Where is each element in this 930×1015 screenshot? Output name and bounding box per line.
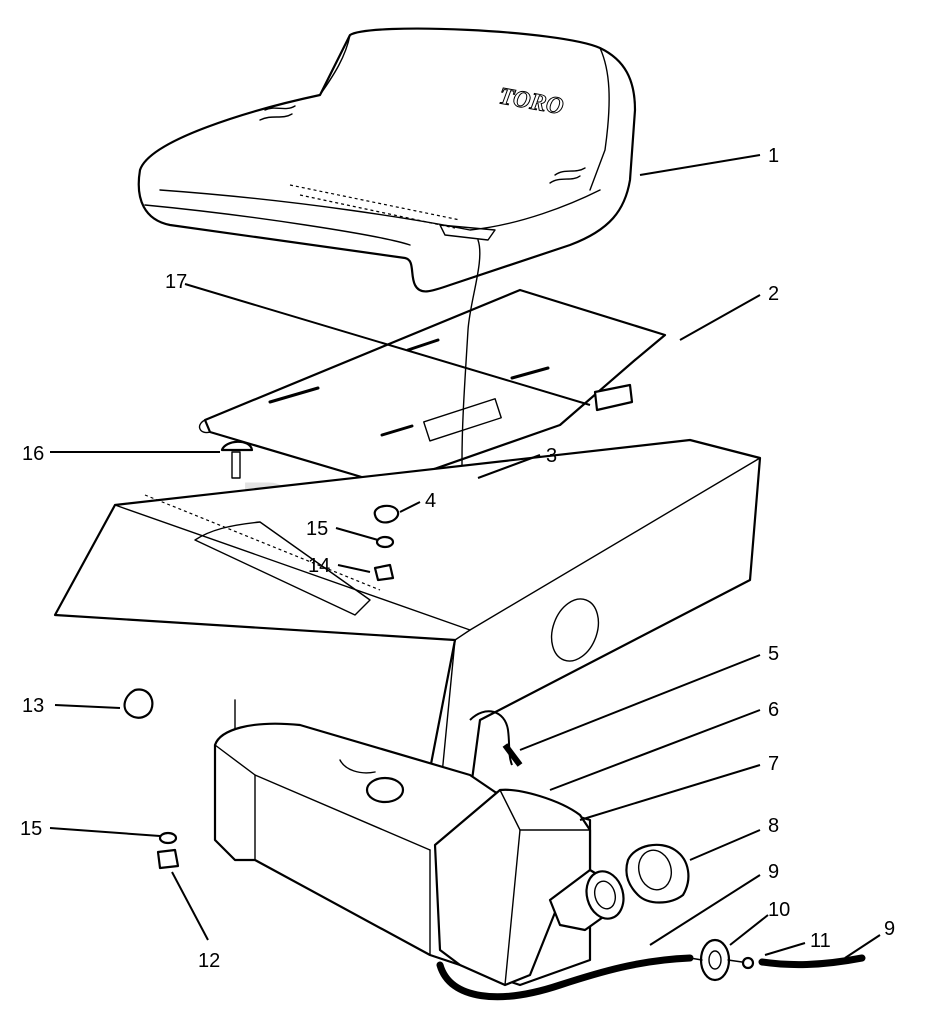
- switch-wire: [461, 239, 481, 461]
- fuel-cap: [625, 843, 690, 904]
- callout-1: 1: [768, 145, 779, 167]
- callout-7: 7: [768, 753, 779, 775]
- fuel-filter: [689, 938, 743, 982]
- callout-17: 17: [165, 271, 187, 293]
- callout-6: 6: [768, 699, 779, 721]
- seat: TORO: [137, 27, 637, 293]
- retaining-ring: [123, 688, 154, 719]
- cable-clamp: [373, 504, 400, 524]
- hose-clamp: [741, 956, 755, 970]
- fuel-line-lower: [436, 954, 694, 1001]
- callout-5: 5: [768, 643, 779, 665]
- callout-16: 16: [22, 443, 44, 465]
- callout-10: 10: [768, 899, 790, 921]
- callout-13: 13: [22, 695, 44, 717]
- callout-4: 4: [425, 490, 436, 512]
- callout-15-lower: 15: [20, 818, 42, 840]
- fender-body: [53, 438, 762, 797]
- callout-14: 14: [308, 555, 330, 577]
- washer-lower: [158, 831, 178, 845]
- callout-15-upper: 15: [306, 518, 328, 540]
- callout-8: 8: [768, 815, 779, 837]
- callout-3: 3: [546, 445, 557, 467]
- leader-lines: [49, 154, 881, 959]
- fuel-line-upper: [758, 954, 866, 969]
- callout-9-line: 9: [884, 918, 895, 940]
- fuel-tank: [213, 722, 592, 987]
- carriage-bolt: [220, 440, 254, 479]
- filler-neck: [548, 868, 625, 932]
- callout-12: 12: [198, 950, 220, 972]
- callout-9-hose: 9: [768, 861, 779, 883]
- callout-2: 2: [768, 283, 779, 305]
- nut-lower: [156, 848, 180, 870]
- washer-upper: [375, 535, 395, 549]
- nut-upper: [373, 563, 395, 582]
- callout-11: 11: [810, 930, 831, 952]
